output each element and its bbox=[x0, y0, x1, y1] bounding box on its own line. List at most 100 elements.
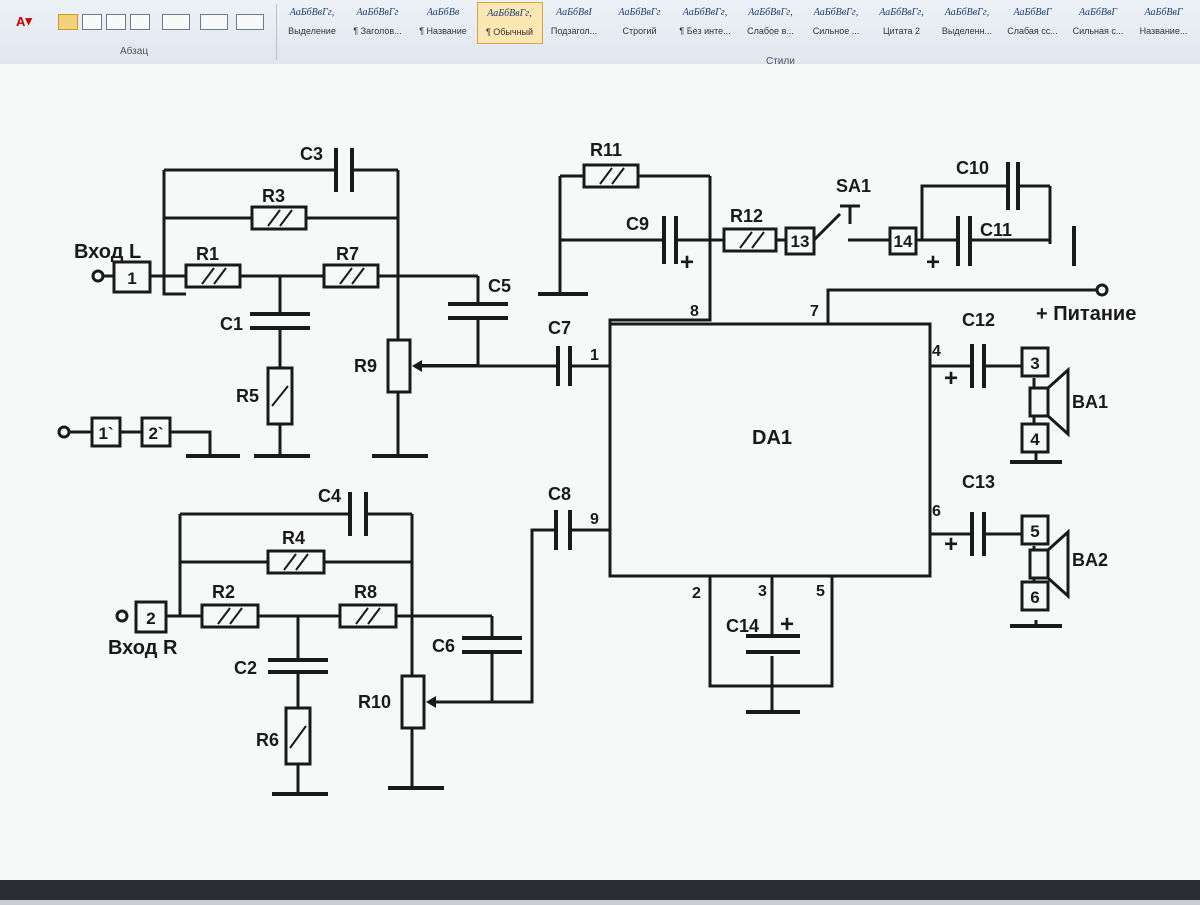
style-name: Выделение bbox=[288, 26, 336, 36]
terminal-2b: 2` bbox=[148, 424, 163, 443]
label-r1: R1 bbox=[196, 244, 219, 264]
borders-button[interactable] bbox=[236, 14, 264, 30]
align-right-button[interactable] bbox=[106, 14, 126, 30]
styles-group-label: Стили bbox=[766, 56, 795, 67]
plus-c13: + bbox=[944, 531, 958, 558]
justify-button[interactable] bbox=[130, 14, 150, 30]
style-sample: АаБбВвГг bbox=[618, 7, 661, 18]
style-sample: АаБбВвГ bbox=[1078, 7, 1118, 18]
line-spacing-button[interactable] bbox=[162, 14, 190, 30]
style-name: Строгий bbox=[622, 26, 657, 36]
pin-5: 5 bbox=[816, 583, 825, 600]
style-item[interactable]: АаБбВвГг, ¶ Без инте... bbox=[673, 2, 737, 42]
style-name: Цитата 2 bbox=[882, 26, 921, 36]
component-labels: C3 R3 R1 R7 Вход L C5 C1 R9 R5 C7 R11 C9… bbox=[74, 140, 1136, 750]
label-r7: R7 bbox=[336, 244, 359, 264]
paragraph-group-label: Абзац bbox=[120, 46, 149, 57]
style-item[interactable]: АаБбВвГг¶ Заголов... bbox=[346, 2, 410, 42]
style-item[interactable]: АаБбВвГг, Цитата 2 bbox=[870, 2, 934, 42]
plus-c12: + bbox=[944, 365, 958, 392]
label-r8: R8 bbox=[354, 582, 377, 602]
style-item[interactable]: АаБбВвГг, Выделение bbox=[280, 2, 344, 42]
label-c5: C5 bbox=[488, 276, 511, 296]
shading-button[interactable] bbox=[200, 14, 228, 30]
terminal-4: 4 bbox=[1030, 430, 1040, 449]
speaker-symbols bbox=[1028, 366, 1070, 600]
label-c7: C7 bbox=[548, 318, 571, 338]
label-c10: C10 bbox=[956, 158, 989, 178]
pin-3: 3 bbox=[758, 583, 767, 600]
style-sample: АаБбВв bbox=[426, 7, 460, 18]
style-item[interactable]: АаБбВвГг, Слабое в... bbox=[739, 2, 803, 42]
terminal-14: 14 bbox=[894, 232, 913, 251]
label-c13: C13 bbox=[962, 472, 995, 492]
style-name: Слабое в... bbox=[747, 26, 794, 36]
style-item[interactable]: АаБбВвГ Слабая сс... bbox=[1001, 2, 1065, 42]
style-sample: АаБбВвГ bbox=[1013, 7, 1052, 18]
label-sa1: SA1 bbox=[836, 176, 871, 196]
label-c14: C14 bbox=[726, 616, 759, 636]
schematic-canvas: C3 R3 R1 R7 Вход L C5 C1 R9 R5 C7 R11 C9… bbox=[0, 64, 1200, 900]
terminal-2: 2 bbox=[146, 609, 155, 628]
style-item[interactable]: АаБбВвГг,Выделенн... bbox=[935, 2, 999, 42]
style-sample: АаБбВвГг, bbox=[289, 7, 335, 18]
style-sample: АаБбВвГг, bbox=[748, 7, 793, 18]
style-name: ¶ Заголов... bbox=[353, 26, 402, 36]
monitor-bezel bbox=[0, 880, 1200, 900]
style-item[interactable]: АаБбВвГг, ¶ Обычный bbox=[476, 2, 543, 44]
style-sample: АаБбВвГг, bbox=[813, 7, 859, 18]
pin-8: 8 bbox=[690, 303, 699, 320]
terminal-5: 5 bbox=[1030, 522, 1039, 541]
style-sample: АаБбВвI bbox=[556, 7, 592, 18]
label-c12: C12 bbox=[962, 310, 995, 330]
label-ic: DA1 bbox=[752, 427, 792, 449]
label-ba1: BA1 bbox=[1072, 392, 1108, 412]
align-left-button[interactable] bbox=[58, 14, 78, 30]
label-r12: R12 bbox=[730, 206, 763, 226]
input-jacks bbox=[57, 269, 1109, 623]
terminal-boxes bbox=[90, 226, 1050, 634]
style-name: Слабая сс... bbox=[1007, 26, 1058, 36]
terminal-3: 3 bbox=[1030, 354, 1039, 373]
terminal-1b: 1` bbox=[98, 424, 113, 443]
style-item[interactable]: АаБбВвГг,Сильное ... bbox=[804, 2, 868, 42]
label-r2: R2 bbox=[212, 582, 235, 602]
style-item[interactable]: АаБбВв¶ Название bbox=[411, 2, 475, 42]
style-sample: АаБбВвГг, bbox=[879, 7, 924, 18]
plus-c14: + bbox=[780, 611, 794, 638]
style-sample: АаБбВвГг, bbox=[487, 8, 532, 19]
label-c2: C2 bbox=[234, 658, 257, 678]
label-c3: C3 bbox=[300, 144, 323, 164]
style-sample: АаБбВвГг, bbox=[944, 7, 990, 18]
label-c1: C1 bbox=[220, 314, 243, 334]
style-name: ¶ Обычный bbox=[485, 27, 534, 37]
style-name: Подзагол... bbox=[550, 26, 598, 36]
pin-9: 9 bbox=[590, 511, 599, 528]
label-r3: R3 bbox=[262, 186, 285, 206]
terminal-1: 1 bbox=[127, 269, 136, 288]
label-ba2: BA2 bbox=[1072, 550, 1108, 570]
label-r10: R10 bbox=[358, 692, 391, 712]
style-item[interactable]: АаБбВвI Подзагол... bbox=[542, 2, 606, 42]
label-c4: C4 bbox=[318, 486, 341, 506]
label-c11: C11 bbox=[980, 220, 1012, 240]
label-c6: C6 bbox=[432, 636, 455, 656]
label-input-l: Вход L bbox=[74, 241, 141, 263]
ground-symbols bbox=[186, 226, 1076, 796]
label-input-r: Вход R bbox=[108, 637, 178, 659]
font-color-button[interactable]: A▾ bbox=[16, 13, 32, 29]
plus-c11: + bbox=[926, 249, 940, 276]
style-name: Название... bbox=[1139, 26, 1188, 36]
label-r6: R6 bbox=[256, 730, 279, 750]
resistor-hatching bbox=[201, 167, 765, 749]
ribbon-separator bbox=[276, 4, 277, 60]
style-sample: АаБбВвГг, bbox=[682, 7, 728, 18]
terminal-13: 13 bbox=[791, 232, 810, 251]
align-center-button[interactable] bbox=[82, 14, 102, 30]
label-c9: C9 bbox=[626, 214, 649, 234]
style-name: ¶ Без инте... bbox=[679, 26, 731, 36]
